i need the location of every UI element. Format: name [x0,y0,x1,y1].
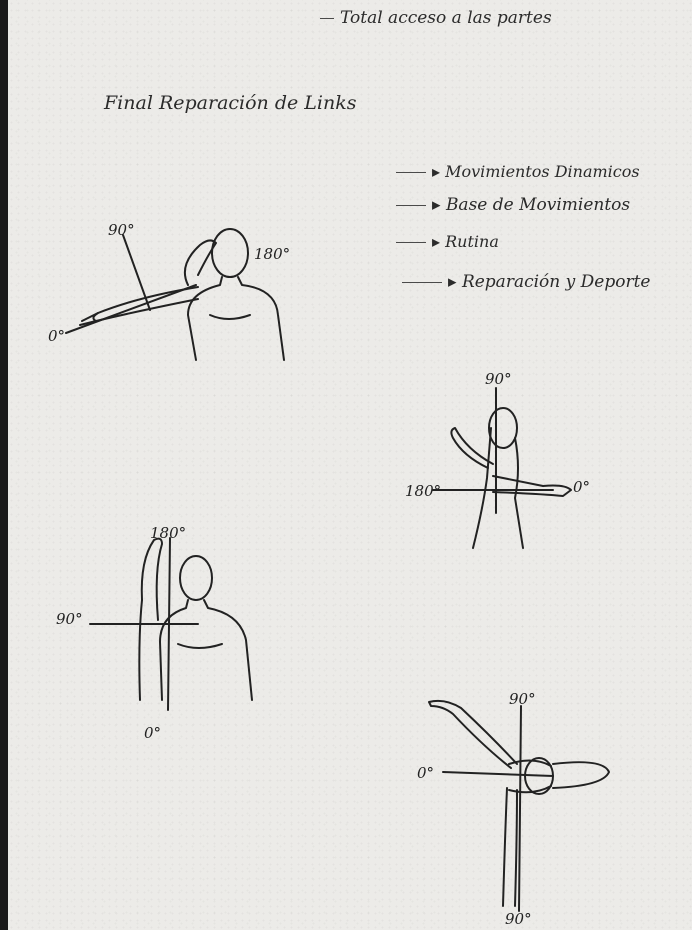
list-item-label: Rutina [445,232,499,251]
figure-4-label-left: 0° [417,764,434,782]
list-item-label: Reparación y Deporte [462,272,651,292]
page-title: Final Reparación de Links [104,92,356,114]
list-item: ▸ Rutina [396,232,499,251]
figure-2-label-right: 0° [573,478,590,496]
figure-2-label-top: 90° [485,370,512,388]
figure-1-label-left: 0° [48,327,65,345]
top-note-text: Total acceso a las partes [340,8,552,28]
figure-4-label-bottom: 90° [505,910,532,928]
figure-3-label-top: 180° [150,524,186,542]
figure-3-label-left: 90° [56,610,83,628]
top-note: Total acceso a las partes [320,8,552,28]
figure-shoulder-side-extension: 90° 180° 0° [393,368,593,553]
list-item: ▸ Base de Movimientos [396,195,630,215]
figure-1-label-right: 180° [254,245,290,263]
figure-shoulder-horizontal: 90° 180° 0° [38,215,298,365]
figure-4-label-top: 90° [509,690,536,708]
paper-sheet: Total acceso a las partes Final Reparaci… [8,0,692,930]
figure-2-label-left: 180° [405,482,441,500]
list-item: ▸ Reparación y Deporte [402,272,650,292]
figure-1-label-top: 90° [108,221,135,239]
list-item-label: Base de Movimientos [446,195,630,215]
list-item-label: Movimientos Dinamicos [445,162,639,181]
list-item: ▸ Movimientos Dinamicos [396,162,640,181]
figure-shoulder-abduction: 180° 90° 0° [50,520,270,750]
figure-shoulder-rotation: 90° 0° 90° [413,686,623,926]
figure-3-label-bottom: 0° [144,724,161,742]
